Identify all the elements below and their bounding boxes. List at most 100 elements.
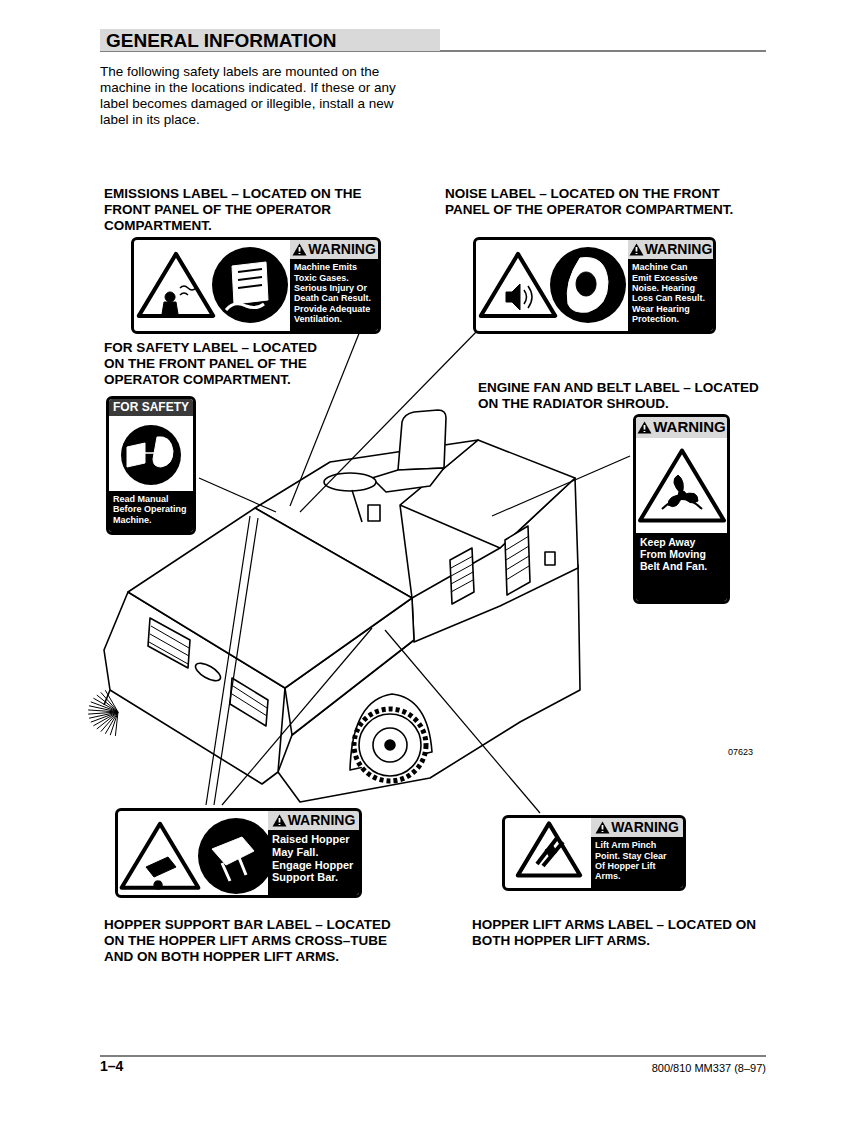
grille-bars xyxy=(150,634,189,656)
head-symbol xyxy=(153,437,173,467)
header-text: WARNING xyxy=(308,242,376,257)
leader-line xyxy=(214,518,258,805)
decal-border: WARNING Machine Can Emit Excessive Noise.… xyxy=(473,237,716,334)
page-title: GENERAL INFORMATION xyxy=(100,29,440,51)
window-symbol xyxy=(238,269,262,288)
louver-slats xyxy=(451,536,529,592)
head-symbol xyxy=(567,258,608,313)
alert-symbol xyxy=(272,814,287,827)
leader-line xyxy=(385,630,540,813)
safety-label: WARNINGLift Arm Pinch Point. Stay Clear … xyxy=(472,815,762,949)
side-brush xyxy=(88,690,118,736)
front-grille xyxy=(148,618,190,668)
grille-bars xyxy=(151,626,189,648)
engine-louver xyxy=(505,526,530,595)
header-text: WARNING xyxy=(653,419,726,436)
brush-bristle xyxy=(89,712,118,718)
louver-slats xyxy=(506,566,529,580)
alert-symbol xyxy=(299,247,301,254)
alert-symbol xyxy=(637,421,652,434)
fume-symbol xyxy=(226,304,264,310)
warning-panel: WARNINGLift Arm Pinch Point. Stay Clear … xyxy=(591,818,683,888)
person-symbol xyxy=(162,292,178,314)
decal-border: WARNINGLift Arm Pinch Point. Stay Clear … xyxy=(502,815,686,891)
alert-symbol xyxy=(629,244,643,256)
warning-header: WARNING xyxy=(591,818,683,837)
brush-bristle xyxy=(93,712,118,726)
manual-symbol xyxy=(127,443,145,467)
warning-panel: Keep Away From Moving Belt And Fan. xyxy=(636,533,727,601)
alert-symbol xyxy=(635,247,637,254)
alert-symbol xyxy=(602,825,604,832)
warning-panel: Read Manual Before Operating Machine. xyxy=(109,491,193,532)
warning-triangle xyxy=(640,451,724,521)
wheel-axle xyxy=(385,740,395,750)
alert-symbol xyxy=(638,421,652,433)
safety-label: WARNING Machine Can Emit Excessive Noise.… xyxy=(445,186,765,334)
warning-text: Machine Emits Toxic Gases. Serious Injur… xyxy=(290,259,378,326)
window-symbol xyxy=(232,262,268,304)
person-symbol xyxy=(148,881,166,889)
warning-text: Machine Can Emit Excessive Noise. Hearin… xyxy=(628,259,713,326)
header-text: WARNING xyxy=(645,242,713,257)
lift-arm xyxy=(537,838,563,866)
speaker-symbol xyxy=(506,284,520,310)
brush-bristle xyxy=(105,690,118,712)
side-fitting xyxy=(545,552,555,565)
leader-line xyxy=(206,516,250,805)
warning-header: WARNING xyxy=(268,811,359,830)
label-caption: EMISSIONS LABEL – LOCATED ON THE FRONT P… xyxy=(104,186,394,234)
alert-symbol xyxy=(278,818,280,825)
grille-bars xyxy=(233,686,267,708)
front-grille xyxy=(230,678,268,726)
alert-symbol xyxy=(595,821,610,834)
brush-bristle xyxy=(97,695,118,712)
grille-bars xyxy=(232,694,267,716)
warning-triangle xyxy=(518,823,580,875)
seat-cushion xyxy=(372,468,444,492)
decal-border: FOR SAFETY Read Manual Before Operating M… xyxy=(106,396,196,535)
warning-panel: WARNINGRaised Hopper May Fall. Engage Ho… xyxy=(268,811,359,895)
footer-rule xyxy=(100,1055,766,1056)
alert-symbol xyxy=(292,243,307,256)
front-tire xyxy=(354,709,426,781)
hand-symbol xyxy=(545,846,557,856)
page-number: 1–4 xyxy=(100,1058,160,1074)
wheel-hub xyxy=(373,728,407,762)
safety-label: WARNING Machine Emits Toxic Gases. Seriou… xyxy=(104,186,394,334)
grille-bars xyxy=(149,642,188,664)
sight-line xyxy=(145,452,157,454)
warning-header: WARNING xyxy=(290,240,378,259)
warning-header: FOR SAFETY xyxy=(109,399,193,416)
hopper-top xyxy=(128,508,412,688)
warning-text: Lift Arm Pinch Point. Stay Clear Of Hopp… xyxy=(591,837,683,883)
safety-label: WARNINGRaised Hopper May Fall. Engage Ho… xyxy=(104,808,414,965)
prohibition-circle xyxy=(212,247,288,323)
leader-line xyxy=(492,456,630,516)
warning-text: Read Manual Before Operating Machine. xyxy=(109,491,193,527)
document-number: 800/810 MM337 (8–97) xyxy=(560,1060,766,1076)
decal-border: WARNING Machine Emits Toxic Gases. Seriou… xyxy=(131,237,381,334)
label-caption: ENGINE FAN AND BELT LABEL – LOCATED ON T… xyxy=(478,380,768,412)
grille-bars xyxy=(149,626,267,716)
warning-triangle xyxy=(122,824,199,888)
louver-slats xyxy=(451,580,473,592)
engine-louver xyxy=(450,548,474,604)
intro-text: The following safety labels are mounted … xyxy=(100,64,422,128)
brush-bristle xyxy=(88,712,118,714)
label-caption: FOR SAFETY LABEL – LOCATED ON THE FRONT … xyxy=(104,340,339,388)
warning-triangle xyxy=(139,254,213,316)
warning-text: Raised Hopper May Fall. Engage Hopper Su… xyxy=(268,830,359,886)
prohibition-circle xyxy=(198,818,274,894)
sound-waves xyxy=(524,286,532,308)
leader-line xyxy=(222,628,372,805)
hopper-symbol xyxy=(146,857,176,877)
header-text: FOR SAFETY xyxy=(113,401,189,414)
warning-header: WARNING xyxy=(636,417,727,438)
sweeper-machine xyxy=(88,410,580,802)
brush-bristle xyxy=(101,692,118,712)
brand-badge xyxy=(193,660,223,684)
alert-symbol xyxy=(293,244,307,256)
leader-line xyxy=(300,328,480,512)
